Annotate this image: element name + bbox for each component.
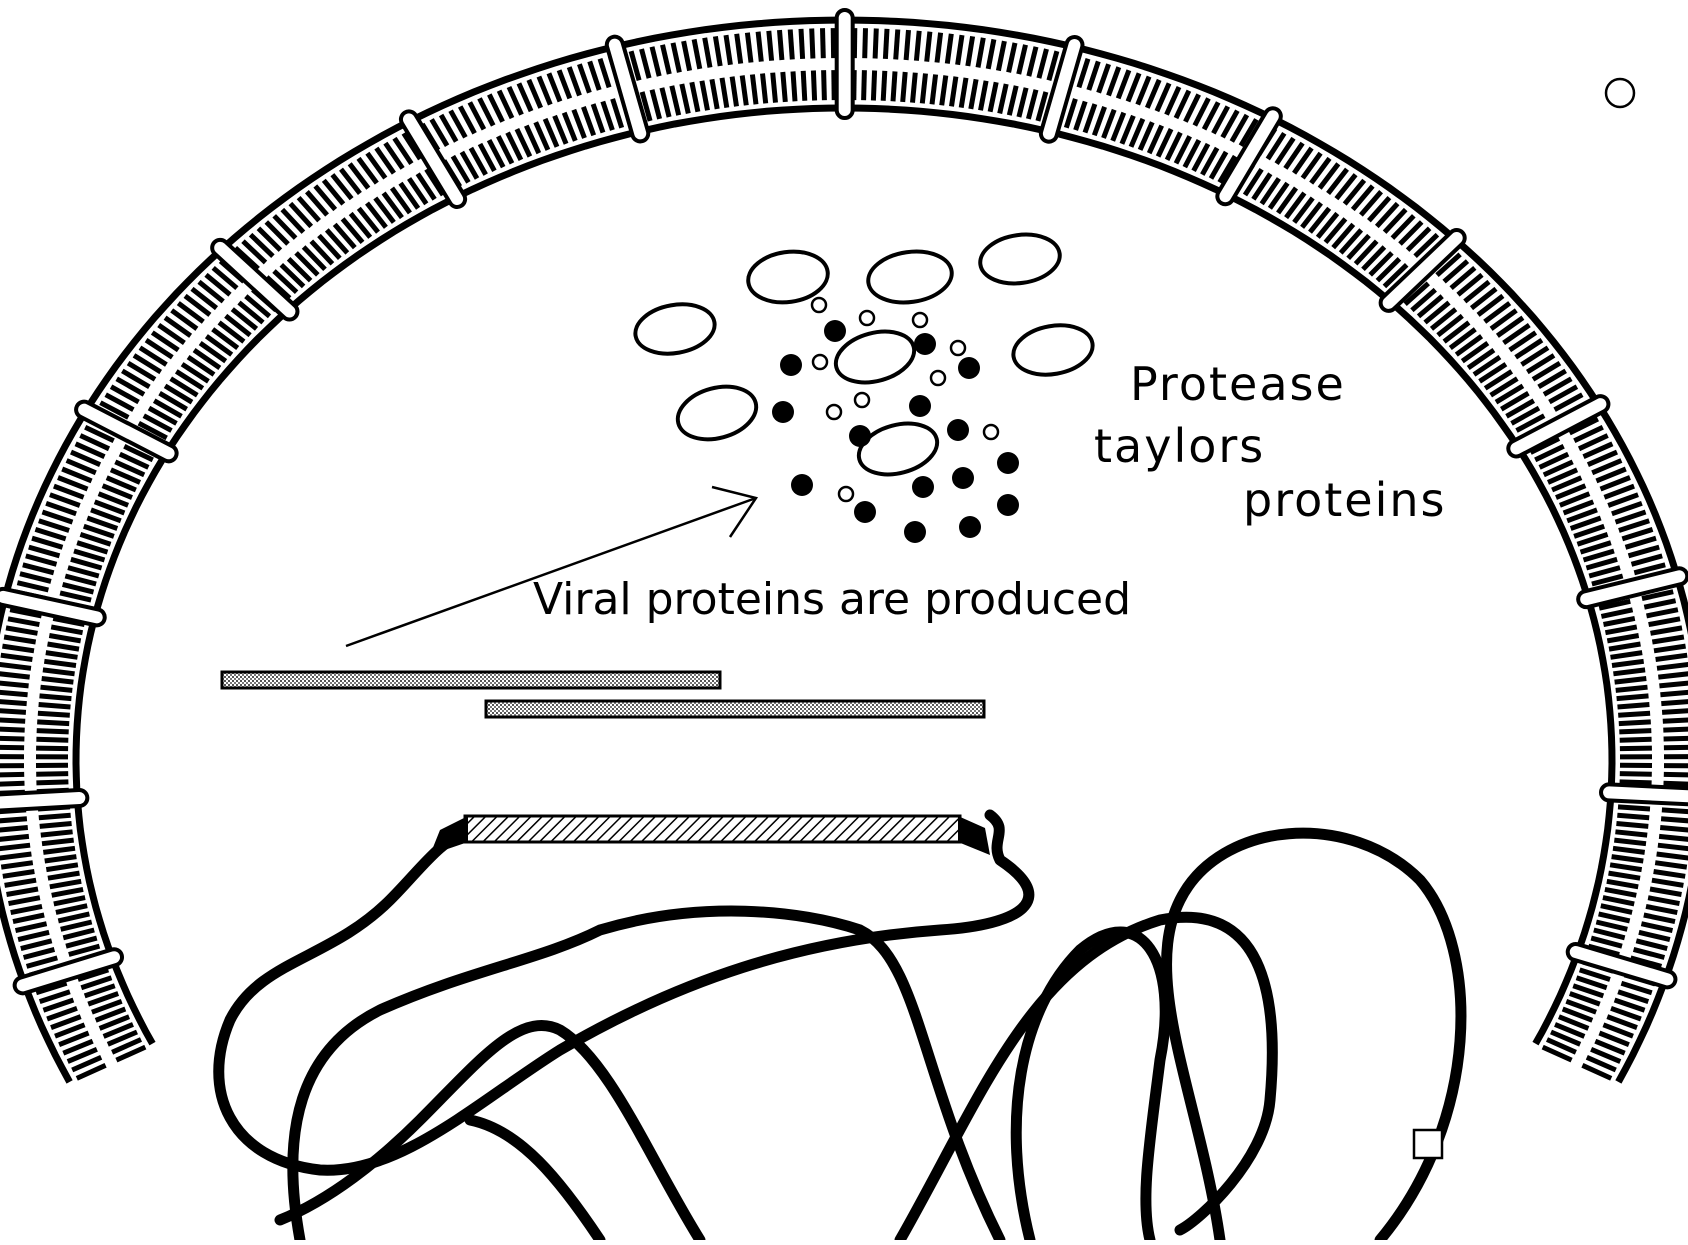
- vesicle: [631, 298, 718, 359]
- protein-dot: [912, 476, 934, 498]
- label-viral-proteins: Viral proteins are produced: [533, 574, 1131, 625]
- protein-dot: [997, 494, 1019, 516]
- protein-dot: [824, 320, 846, 342]
- protein-ring: [984, 425, 998, 439]
- protein-ring: [839, 487, 853, 501]
- protein-dot: [904, 521, 926, 543]
- protein-ring: [812, 298, 826, 312]
- vesicle: [672, 378, 762, 447]
- strand-end-left: [430, 816, 468, 855]
- hatched-strand: [465, 816, 960, 842]
- label-protease: Protease: [1130, 357, 1346, 411]
- mrna-strand-2: [486, 701, 984, 717]
- strand-end-right: [958, 816, 990, 855]
- protein-dot: [772, 401, 794, 423]
- protein-ring: [813, 355, 827, 369]
- protein-cluster: [631, 230, 1096, 543]
- protein-ring: [913, 313, 927, 327]
- mrna-strand-1: [222, 672, 720, 688]
- vesicle: [977, 230, 1063, 289]
- protein-ring: [931, 371, 945, 385]
- label-proteins: proteins: [1243, 473, 1446, 527]
- protein-dot: [909, 395, 931, 417]
- protein-dot: [780, 354, 802, 376]
- square-marker-icon: [1414, 1130, 1442, 1158]
- protein-ring: [951, 341, 965, 355]
- protein-ring: [827, 405, 841, 419]
- vesicle: [853, 415, 943, 482]
- protein-dot: [854, 501, 876, 523]
- protein-dot: [914, 333, 936, 355]
- protein-dot: [947, 419, 969, 441]
- protein-dot: [958, 357, 980, 379]
- tangled-genome: [219, 815, 1461, 1240]
- protein-dot: [849, 425, 871, 447]
- protein-ring: [860, 311, 874, 325]
- vesicle: [1009, 319, 1096, 380]
- circle-marker-icon: [1606, 79, 1634, 107]
- label-taylors: taylors: [1094, 419, 1265, 473]
- vesicle: [865, 246, 955, 307]
- protein-dot: [952, 467, 974, 489]
- protein-ring: [855, 393, 869, 407]
- protein-dot: [959, 516, 981, 538]
- protein-dot: [997, 452, 1019, 474]
- protein-dot: [791, 474, 813, 496]
